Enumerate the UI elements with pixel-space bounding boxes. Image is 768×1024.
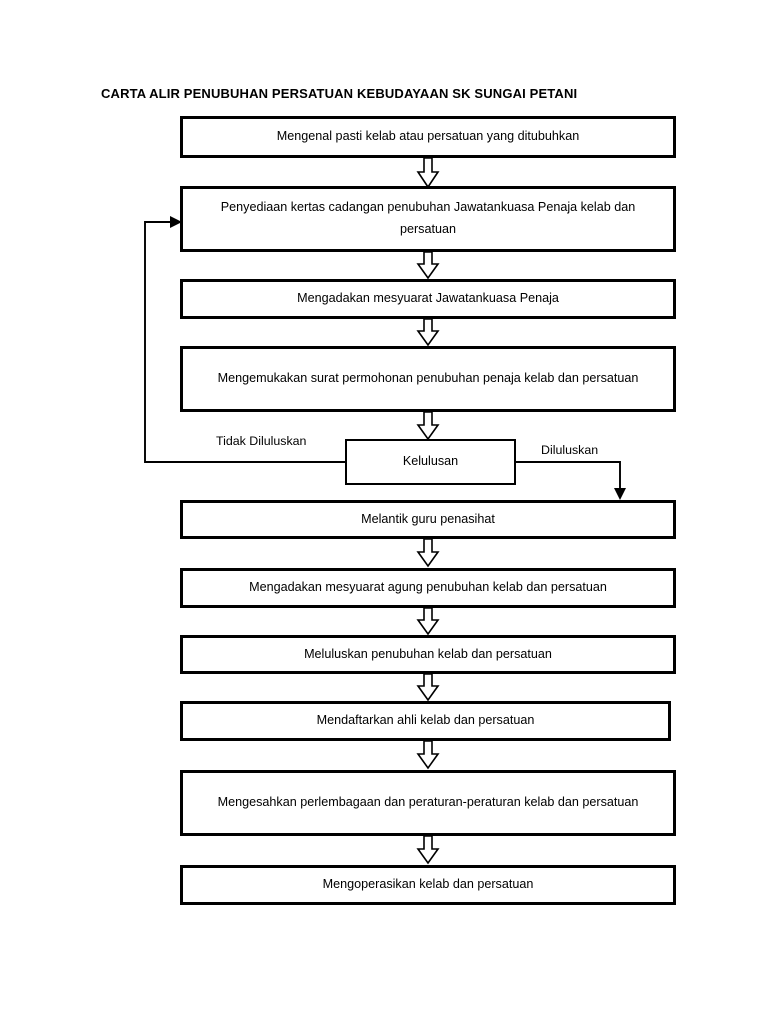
edge-approve-path (516, 461, 621, 488)
node-label: Mengemukakan surat permohonan penubuhan … (217, 371, 639, 386)
node-penyediaan-kertas-cadangan[interactable]: Penyediaan kertas cadangan penubuhan Jaw… (180, 186, 676, 252)
block-arrow-down-3 (416, 318, 440, 347)
node-label: Kelulusan (402, 454, 459, 468)
node-mengoperasikan-kelab[interactable]: Mengoperasikan kelab dan persatuan (180, 865, 676, 905)
block-arrow-down-2 (416, 251, 440, 280)
block-arrow-down-1 (416, 157, 440, 189)
node-label: Penyediaan kertas cadangan penubuhan Jaw… (220, 200, 636, 236)
node-mesyuarat-agung-penubuhan[interactable]: Mengadakan mesyuarat agung penubuhan kel… (180, 568, 676, 608)
node-kelulusan-decision[interactable]: Kelulusan (345, 439, 516, 485)
node-mengenal-pasti[interactable]: Mengenal pasti kelab atau persatuan yang… (180, 116, 676, 158)
edge-reject-path (144, 221, 345, 463)
node-meluluskan-penubuhan[interactable]: Meluluskan penubuhan kelab dan persatuan (180, 635, 676, 674)
node-label: Mengoperasikan kelab dan persatuan (322, 877, 534, 892)
node-label: Melantik guru penasihat (361, 511, 495, 526)
node-label: Mengadakan mesyuarat agung penubuhan kel… (249, 580, 607, 595)
node-label: Mendaftarkan ahli kelab dan persatuan (316, 713, 535, 728)
node-mengemukakan-surat-permohonan[interactable]: Mengemukakan surat permohonan penubuhan … (180, 346, 676, 412)
node-melantik-guru-penasihat[interactable]: Melantik guru penasihat (180, 500, 676, 539)
block-arrow-down-5 (416, 538, 440, 568)
block-arrow-down-6 (416, 607, 440, 636)
branch-label-tidak-diluluskan: Tidak Diluluskan (214, 434, 309, 448)
node-label: Mengadakan mesyuarat Jawatankuasa Penaja (297, 291, 559, 306)
branch-label-diluluskan: Diluluskan (539, 443, 601, 457)
node-label: Mengesahkan perlembagaan dan peraturan-p… (217, 795, 639, 810)
block-arrow-down-9 (416, 835, 440, 865)
block-arrow-down-4 (416, 411, 440, 441)
page-title: CARTA ALIR PENUBUHAN PERSATUAN KEBUDAYAA… (101, 86, 578, 101)
node-label: Mengenal pasti kelab atau persatuan yang… (276, 129, 580, 144)
edge-approve-arrowhead (614, 488, 626, 500)
block-arrow-down-7 (416, 673, 440, 702)
node-mendaftarkan-ahli[interactable]: Mendaftarkan ahli kelab dan persatuan (180, 701, 671, 741)
node-mengesahkan-perlembagaan[interactable]: Mengesahkan perlembagaan dan peraturan-p… (180, 770, 676, 836)
block-arrow-down-8 (416, 740, 440, 770)
node-mengadakan-mesyuarat-jawatankuasa[interactable]: Mengadakan mesyuarat Jawatankuasa Penaja (180, 279, 676, 319)
node-label: Meluluskan penubuhan kelab dan persatuan (304, 646, 552, 661)
